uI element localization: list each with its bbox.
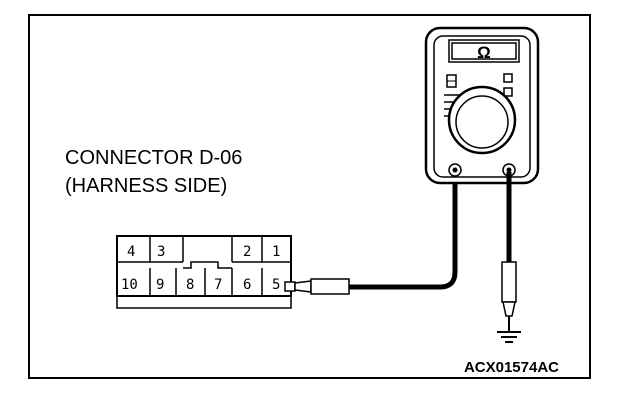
probe-handle [501, 261, 517, 303]
meter-display-window [451, 42, 517, 60]
connector-subtitle: (HARNESS SIDE) [65, 175, 227, 197]
probe-collar [294, 280, 312, 293]
meter-dial-knob [455, 95, 509, 149]
probe-collar [502, 301, 516, 317]
connector-base [116, 296, 292, 309]
meter-button-top [503, 73, 513, 83]
pin-label-2: 2 [243, 244, 251, 260]
pin-label-6: 6 [243, 277, 251, 293]
ohm-symbol-icon: Ω [477, 43, 491, 62]
pin-label-3: 3 [157, 244, 165, 260]
test-probe-negative [501, 261, 517, 332]
figure-id: ACX01574AC [464, 359, 559, 376]
pin-label-5: 5 [272, 277, 280, 293]
pin-label-1: 1 [272, 244, 280, 260]
diagram-frame [28, 14, 591, 379]
terminal-negative-core [506, 167, 512, 173]
connector-face [116, 235, 292, 297]
connector-key-gap [182, 236, 233, 262]
connector-lock-tab [183, 261, 232, 269]
pin-label-7: 7 [214, 277, 222, 293]
pin-label-4: 4 [127, 244, 135, 260]
meter-button-bottom [503, 87, 513, 97]
ground-icon [497, 331, 521, 343]
pin-label-8: 8 [186, 277, 194, 293]
pin-label-9: 9 [156, 277, 164, 293]
connector-title: CONNECTOR D-06 [65, 147, 242, 169]
pin-label-10: 10 [121, 277, 138, 293]
lead-wire-positive [349, 172, 458, 290]
test-probe-positive [284, 278, 350, 295]
connector-d06: 4 3 2 1 10 9 8 7 6 5 [116, 235, 292, 309]
terminal-positive-core [452, 167, 458, 173]
probe-handle [310, 278, 350, 295]
multimeter: Ω [424, 26, 540, 185]
probe-tip [284, 281, 296, 292]
